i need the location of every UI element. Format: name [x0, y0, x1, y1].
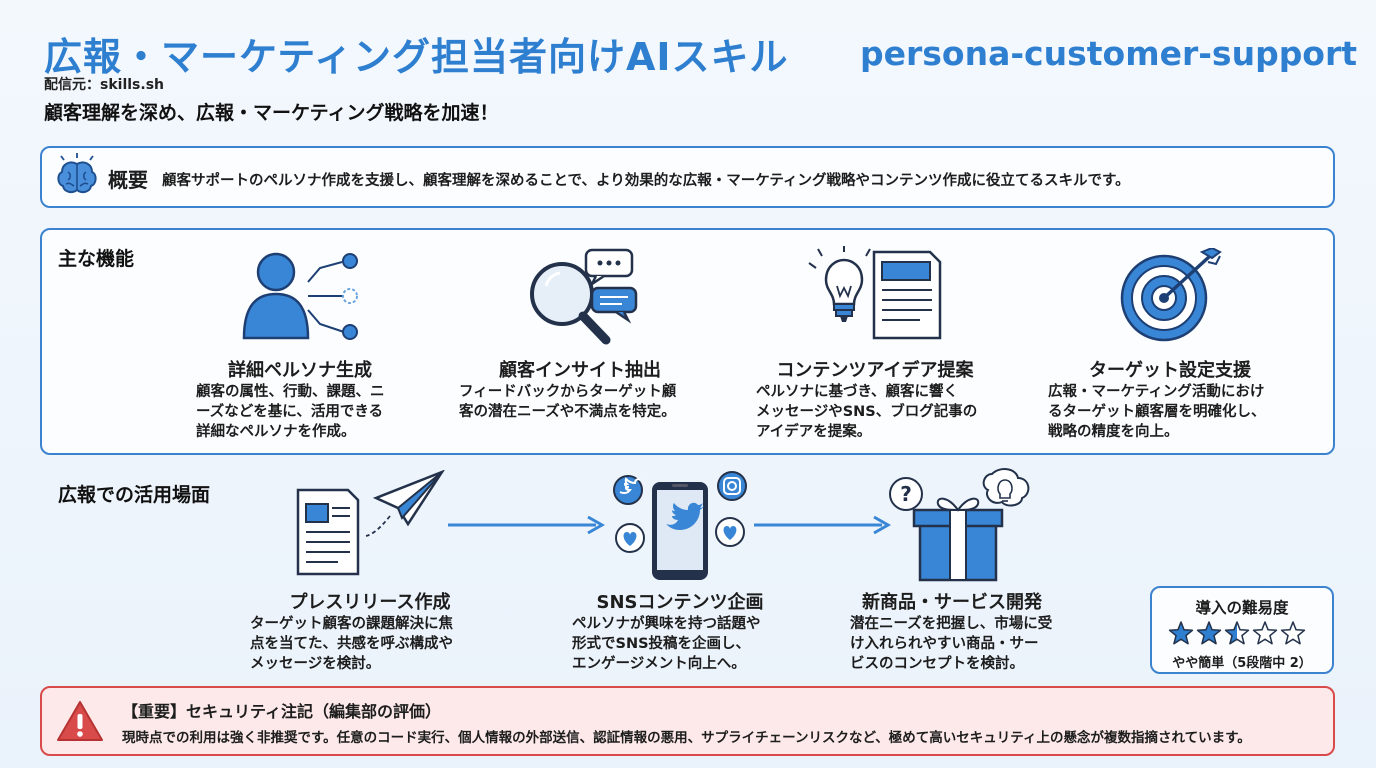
difficulty-text: やや簡単（5段階中 2） [1172, 656, 1312, 671]
warning-title: 【重要】セキュリティ注記（編集部の評価） [122, 702, 442, 721]
svg-text:?: ? [900, 482, 912, 506]
source-label: 配信元：skills.sh [44, 77, 164, 93]
use-case-description: ペルソナが興味を持つ話題や 形式でSNS投稿を企画し、 エンゲージメント向上へ。 [572, 616, 761, 672]
star-icon [1280, 621, 1306, 645]
use-case-title: プレスリリース作成 [289, 592, 451, 613]
magnifier-chat-icon [530, 248, 638, 345]
warning-icon [57, 701, 103, 741]
features-title: 主な機能 [58, 248, 135, 270]
page-subtitle: 顧客理解を深め、広報・マーケティング戦略を加速！ [44, 102, 499, 124]
feature-description: フィードバックからターゲット顧 客の潜在ニーズや不満点を特定。 [459, 384, 677, 420]
feature-description: 顧客の属性、行動、課題、ニ ーズなどを基に、活用できる 詳細なペルソナを作成。 [196, 384, 385, 440]
use-cases-title: 広報での活用場面 [58, 484, 211, 506]
lightbulb-document-icon [808, 246, 942, 340]
star-icon [1168, 621, 1194, 645]
press-release-icon [296, 470, 445, 576]
use-case-title: 新商品・サービス開発 [862, 592, 1042, 613]
feature-description: ペルソナに基づき、顧客に響く メッセージやSNS、ブログ記事の アイデアを提案。 [756, 384, 978, 440]
arrow-right-icon [448, 515, 606, 535]
overview-box [40, 146, 1335, 208]
feature-title: 顧客インサイト抽出 [499, 360, 661, 381]
features-box [40, 228, 1335, 455]
star-icon [1252, 621, 1278, 645]
use-case-title: SNSコンテンツ企画 [596, 592, 764, 613]
target-arrow-icon [1120, 248, 1222, 342]
use-case-description: ターゲット顧客の課題解決に焦 点を当てた、共感を呼ぶ構成や メッセージを検討。 [250, 616, 453, 672]
overview-label: 概要 [108, 168, 148, 192]
warning-text: 現時点での利用は強く非推奨です。任意のコード実行、個人情報の外部送信、認証情報の… [122, 730, 1251, 746]
warning-box [40, 686, 1335, 756]
brain-icon [57, 153, 97, 194]
star-icon [1224, 621, 1250, 645]
page-title: 広報・マーケティング担当者向けAIスキル [44, 35, 789, 79]
gift-idea-icon: ? [889, 468, 1030, 582]
feature-title: ターゲット設定支援 [1089, 360, 1251, 381]
skill-name: persona-customer-support [860, 34, 1358, 73]
smartphone-sns-icon [613, 471, 747, 580]
feature-title: コンテンツアイデア提案 [776, 360, 974, 381]
arrow-right-icon [754, 515, 892, 535]
difficulty-stars [1168, 621, 1306, 645]
persona-network-icon [242, 252, 358, 340]
star-icon [1196, 621, 1222, 645]
overview-text: 顧客サポートのペルソナ作成を支援し、顧客理解を深めることで、より効果的な広報・マ… [162, 173, 1130, 189]
difficulty-title: 導入の難易度 [1195, 599, 1289, 617]
feature-description: 広報・マーケティング活動におけ るターゲット顧客層を明確化し、 戦略の精度を向上… [1048, 384, 1266, 440]
feature-title: 詳細ペルソナ生成 [228, 360, 372, 381]
use-case-description: 潜在ニーズを把握し、市場に受 け入れられやすい商品・サー ビスのコンセプトを検討… [850, 616, 1053, 672]
